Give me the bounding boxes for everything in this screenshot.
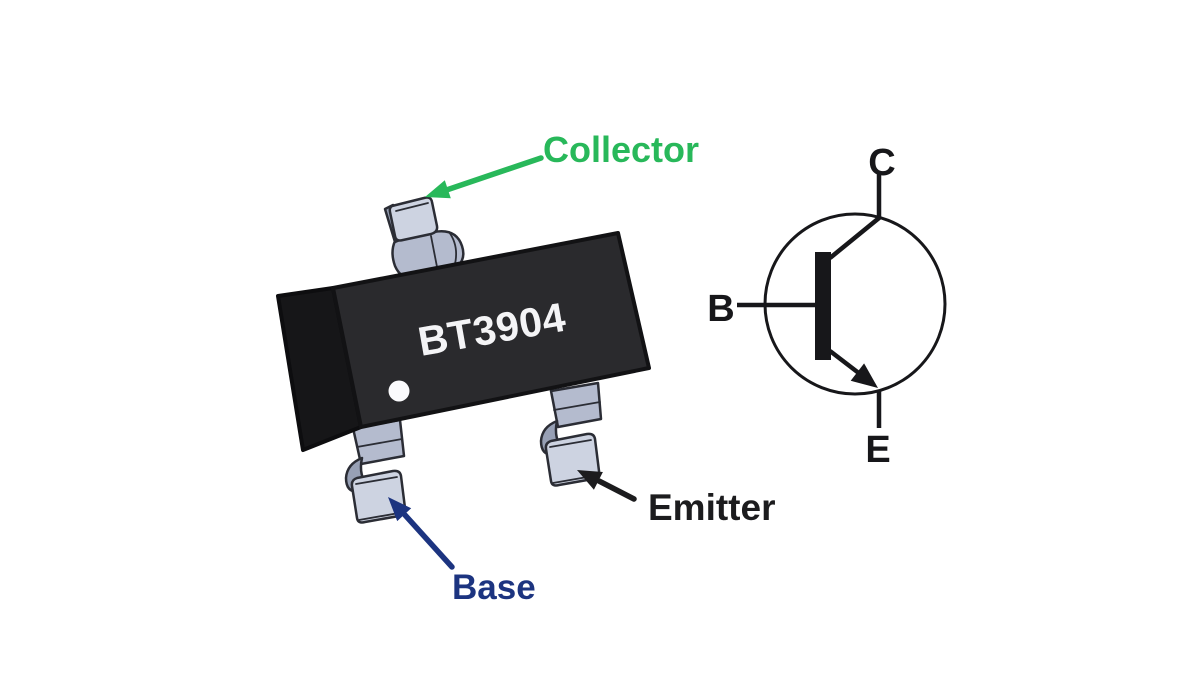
symbol-collector-line bbox=[828, 171, 882, 260]
collector-lead-foot bbox=[388, 196, 439, 242]
pin-label-annotations: Collector Base Emitter bbox=[388, 129, 775, 607]
emitter-lead-root bbox=[549, 381, 603, 429]
symbol-emitter-line bbox=[828, 349, 862, 376]
base-lead-root-crease bbox=[356, 438, 403, 448]
emitter-label: Emitter bbox=[648, 487, 775, 528]
terminal-e-label: E bbox=[865, 429, 890, 471]
base-foot-bottom-edge bbox=[358, 512, 400, 521]
emitter-arrowhead-icon bbox=[577, 470, 603, 490]
emitter-arrow-line bbox=[596, 478, 637, 502]
package-front-face bbox=[331, 231, 651, 429]
pin1-indicator-dot bbox=[388, 380, 410, 402]
base-label: Base bbox=[452, 568, 536, 607]
npn-transistor-symbol: C B E bbox=[707, 142, 947, 471]
emitter-foot-crease bbox=[549, 439, 592, 448]
terminal-b-label: B bbox=[707, 288, 734, 330]
collector-arrow-line bbox=[445, 155, 544, 193]
base-arrow-line bbox=[402, 512, 455, 570]
symbol-base-bar bbox=[815, 252, 831, 360]
collector-label: Collector bbox=[543, 129, 699, 170]
symbol-emitter-arrowhead-icon bbox=[850, 363, 878, 388]
collector-arrowhead-icon bbox=[425, 180, 451, 199]
terminal-c-label: C bbox=[868, 142, 895, 184]
emitter-lead bbox=[539, 381, 603, 487]
base-arrowhead-icon bbox=[388, 497, 412, 522]
base-lead bbox=[344, 418, 407, 524]
emitter-lead-root-crease bbox=[553, 401, 601, 411]
sot23-package: BT3904 bbox=[276, 196, 651, 524]
collector-foot-crease bbox=[395, 202, 429, 212]
base-foot-crease bbox=[355, 476, 398, 485]
